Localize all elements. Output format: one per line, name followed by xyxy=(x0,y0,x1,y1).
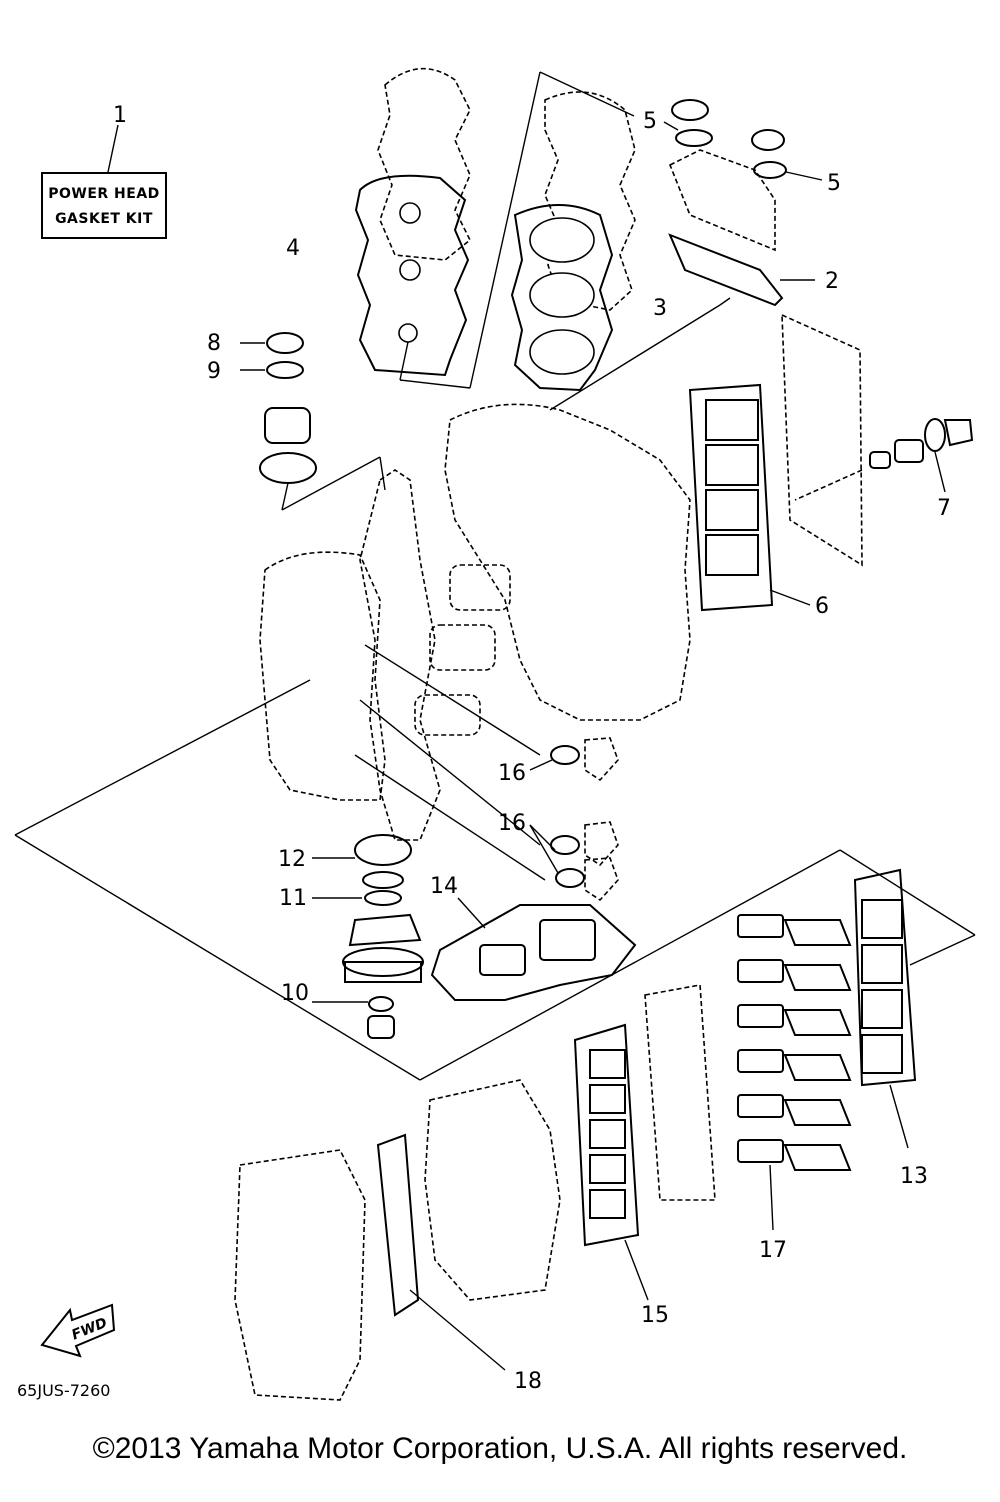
bearing-and-seal-stack xyxy=(312,834,424,1039)
callout-16a: 16 xyxy=(498,761,526,786)
exhaust-cover-gasket xyxy=(668,149,863,612)
callout-9: 9 xyxy=(207,359,221,384)
callout-3: 3 xyxy=(653,296,667,321)
reed-valve-assemblies xyxy=(737,868,917,1231)
callout-11: 11 xyxy=(279,886,307,911)
callout-10: 10 xyxy=(281,981,309,1006)
exhaust-outer-cover xyxy=(234,1079,561,1401)
cylinder-block xyxy=(414,297,731,736)
callout-8: 8 xyxy=(207,331,221,356)
callout-12: 12 xyxy=(278,847,306,872)
callout-1: 1 xyxy=(113,103,127,128)
callout-14: 14 xyxy=(430,874,458,899)
callout-15: 15 xyxy=(641,1303,669,1328)
gasket-kit-label: POWER HEAD GASKET KIT xyxy=(41,124,167,239)
cylinder-head-cover xyxy=(354,67,635,389)
callout-16b: 16 xyxy=(498,811,526,836)
callout-13: 13 xyxy=(900,1164,928,1189)
callout-7: 7 xyxy=(937,496,951,521)
oil-seal-group xyxy=(240,332,386,511)
callout-5a: 5 xyxy=(643,109,657,134)
callout-18: 18 xyxy=(514,1369,542,1394)
kit-label-line2: GASKET KIT xyxy=(55,211,153,227)
kit-label-line1: POWER HEAD xyxy=(48,186,160,202)
callout-5b: 5 xyxy=(827,171,841,196)
callout-labels: 1 2 3 4 5 5 6 7 8 9 10 11 12 13 14 15 16… xyxy=(113,103,951,1394)
forward-direction-arrow: FWD xyxy=(40,1303,116,1358)
diagram-code: 65JUS-7260 xyxy=(17,1381,110,1400)
callout-17: 17 xyxy=(759,1238,787,1263)
anode-cover-assembly xyxy=(794,418,974,501)
callout-4: 4 xyxy=(286,236,300,261)
callout-2: 2 xyxy=(825,269,839,294)
thermostat-cover-gaskets xyxy=(663,99,823,181)
crankcase-gasket xyxy=(430,897,637,1001)
crankcase-baseplate-outline xyxy=(14,679,976,1081)
callout-6: 6 xyxy=(815,594,829,619)
crankshaft xyxy=(259,469,441,841)
cylinder-head-gasket xyxy=(510,91,636,392)
copyright-notice: ©2013 Yamaha Motor Corporation, U.S.A. A… xyxy=(92,1432,908,1465)
intake-manifold-gasket xyxy=(573,984,716,1301)
bolts-and-small-gaskets xyxy=(354,644,619,902)
